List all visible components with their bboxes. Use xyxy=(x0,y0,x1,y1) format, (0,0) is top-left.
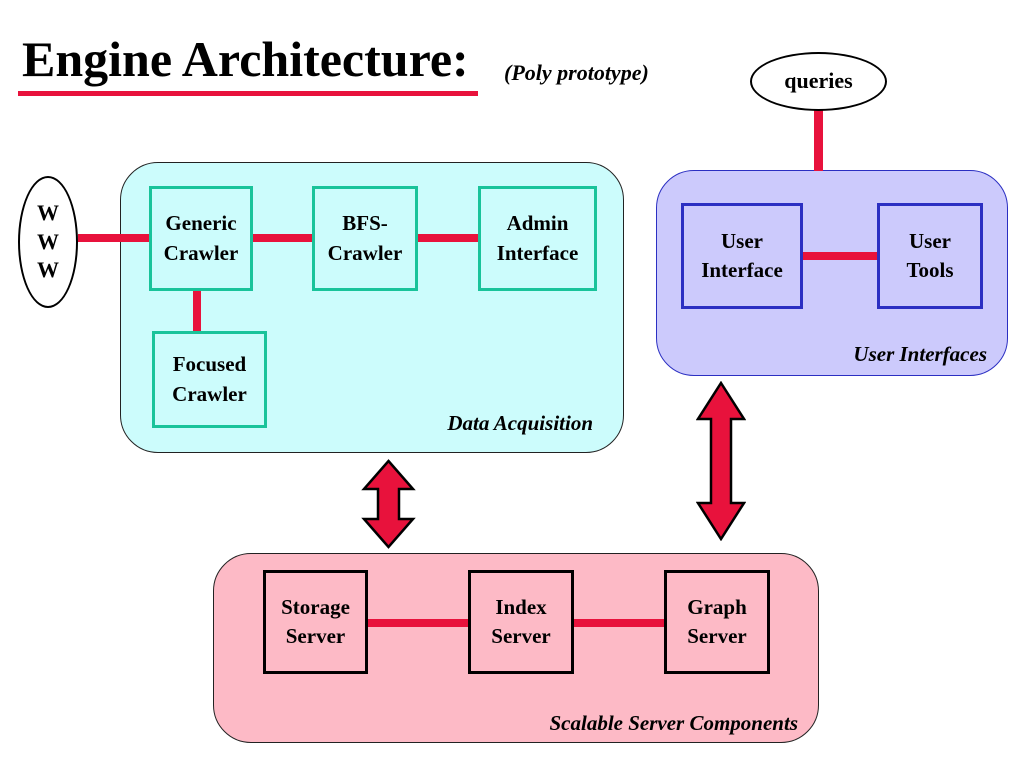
queries-ellipse: queries xyxy=(750,52,887,111)
generic-crawler-box: Generic Crawler xyxy=(149,186,253,291)
scalable-server-components-group: Scalable Server Components xyxy=(213,553,819,743)
connector-generic-focused xyxy=(193,289,201,333)
scalable-server-components-label: Scalable Server Components xyxy=(549,711,798,735)
storage-server-box: Storage Server xyxy=(263,570,368,674)
admin-interface-box: Admin Interface xyxy=(478,186,597,291)
user-interfaces-label: User Interfaces xyxy=(853,342,987,366)
focused-crawler-box: Focused Crawler xyxy=(152,331,267,428)
connector-userinterface-usertools xyxy=(801,252,880,260)
index-server-box: Index Server xyxy=(468,570,574,674)
double-arrow-acquisition-servers xyxy=(361,459,416,549)
connector-www-generic xyxy=(78,234,152,242)
page-title: Engine Architecture: xyxy=(22,31,469,87)
connector-generic-bfs xyxy=(250,234,314,242)
connector-storage-index xyxy=(368,619,470,627)
title-underline xyxy=(18,91,478,96)
www-ellipse: W W W xyxy=(18,176,78,308)
connector-queries-userinterfaces xyxy=(814,110,823,171)
connector-bfs-admin xyxy=(416,234,480,242)
graph-server-box: Graph Server xyxy=(664,570,770,674)
data-acquisition-label: Data Acquisition xyxy=(447,411,593,435)
page-subtitle: (Poly prototype) xyxy=(504,60,649,85)
bfs-crawler-box: BFS- Crawler xyxy=(312,186,418,291)
data-acquisition-group: Data Acquisition xyxy=(120,162,624,453)
double-arrow-userinterfaces-servers xyxy=(696,381,746,541)
user-interface-box: User Interface xyxy=(681,203,803,309)
connector-index-graph xyxy=(572,619,666,627)
user-tools-box: User Tools xyxy=(877,203,983,309)
